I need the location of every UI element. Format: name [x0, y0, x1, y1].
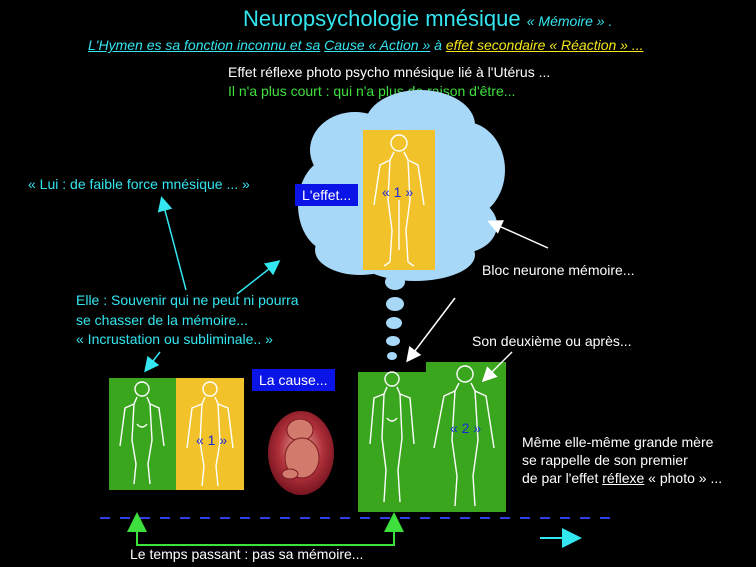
thought-bubbles: [385, 274, 405, 360]
meme-text-3c: « photo » ...: [648, 470, 723, 486]
left-green-panel: [109, 378, 176, 490]
cloud-figure: [373, 134, 425, 267]
right-female-figure: [369, 371, 415, 503]
subtitle-part2: Cause « Action »: [324, 37, 431, 53]
right-male-figure: [433, 365, 495, 507]
title-sub: « Mémoire » .: [526, 13, 613, 29]
meme-text-3a: de par l'effet: [522, 470, 599, 486]
meme-text-1: Même elle-même grande mère: [522, 434, 714, 450]
left-male-figure: [186, 381, 234, 487]
lui-text: « Lui : de faible force mnésique ... »: [28, 176, 250, 192]
title-main: Neuropsychologie mnésique: [243, 6, 521, 31]
elle-text-2: se chasser de la mémoire...: [76, 312, 248, 328]
panel-two-label: « 2 »: [450, 420, 482, 436]
bloc-text: Bloc neurone mémoire...: [482, 262, 635, 278]
cloud-one-label: « 1 »: [382, 184, 414, 200]
arrow-to-cloud: [236, 260, 281, 295]
meme-text-2: se rappelle de son premier: [522, 452, 688, 468]
arrow-bloc-to-right: [406, 297, 456, 363]
cause-label: La cause...: [252, 369, 335, 391]
arrow-to-left-panel: [144, 351, 161, 373]
right-green-panel-2: [426, 362, 506, 512]
temps-text: Le temps passant : pas sa mémoire...: [130, 546, 364, 562]
arrow-bloc: [487, 220, 549, 249]
page-title: Neuropsychologie mnésique « Mémoire » .: [243, 6, 612, 32]
effet-reflexe-text: Effet réflexe photo psycho mnésique lié …: [228, 64, 551, 80]
right-green-panel: [358, 372, 426, 512]
subtitle-part4: effet secondaire « Réaction » ...: [445, 37, 644, 53]
meme-text-3b: réflexe: [602, 470, 645, 486]
elle-text-3: « Incrustation ou subliminale.. »: [76, 331, 273, 347]
elle-text-1: Elle : Souvenir qui ne peut ni pourra: [76, 292, 299, 308]
meme-text-3: de par l'effet réflexe « photo » ...: [522, 470, 722, 486]
effet-label: L'effet...: [295, 184, 359, 206]
panel-one-label: « 1 »: [196, 432, 228, 448]
arrow-to-lui: [157, 196, 187, 291]
embryo-shape: [281, 418, 320, 480]
timeline-bracket: [136, 530, 395, 546]
arrow-deuxieme: [481, 351, 513, 383]
subtitle-part3: à: [434, 37, 442, 53]
left-female-figure: [119, 381, 165, 485]
deuxieme-text: Son deuxième ou après...: [472, 333, 632, 349]
subtitle: L'Hymen es sa fonction inconnu et sa Cau…: [88, 37, 644, 53]
subtitle-part1: L'Hymen es sa fonction inconnu et sa: [88, 37, 321, 53]
